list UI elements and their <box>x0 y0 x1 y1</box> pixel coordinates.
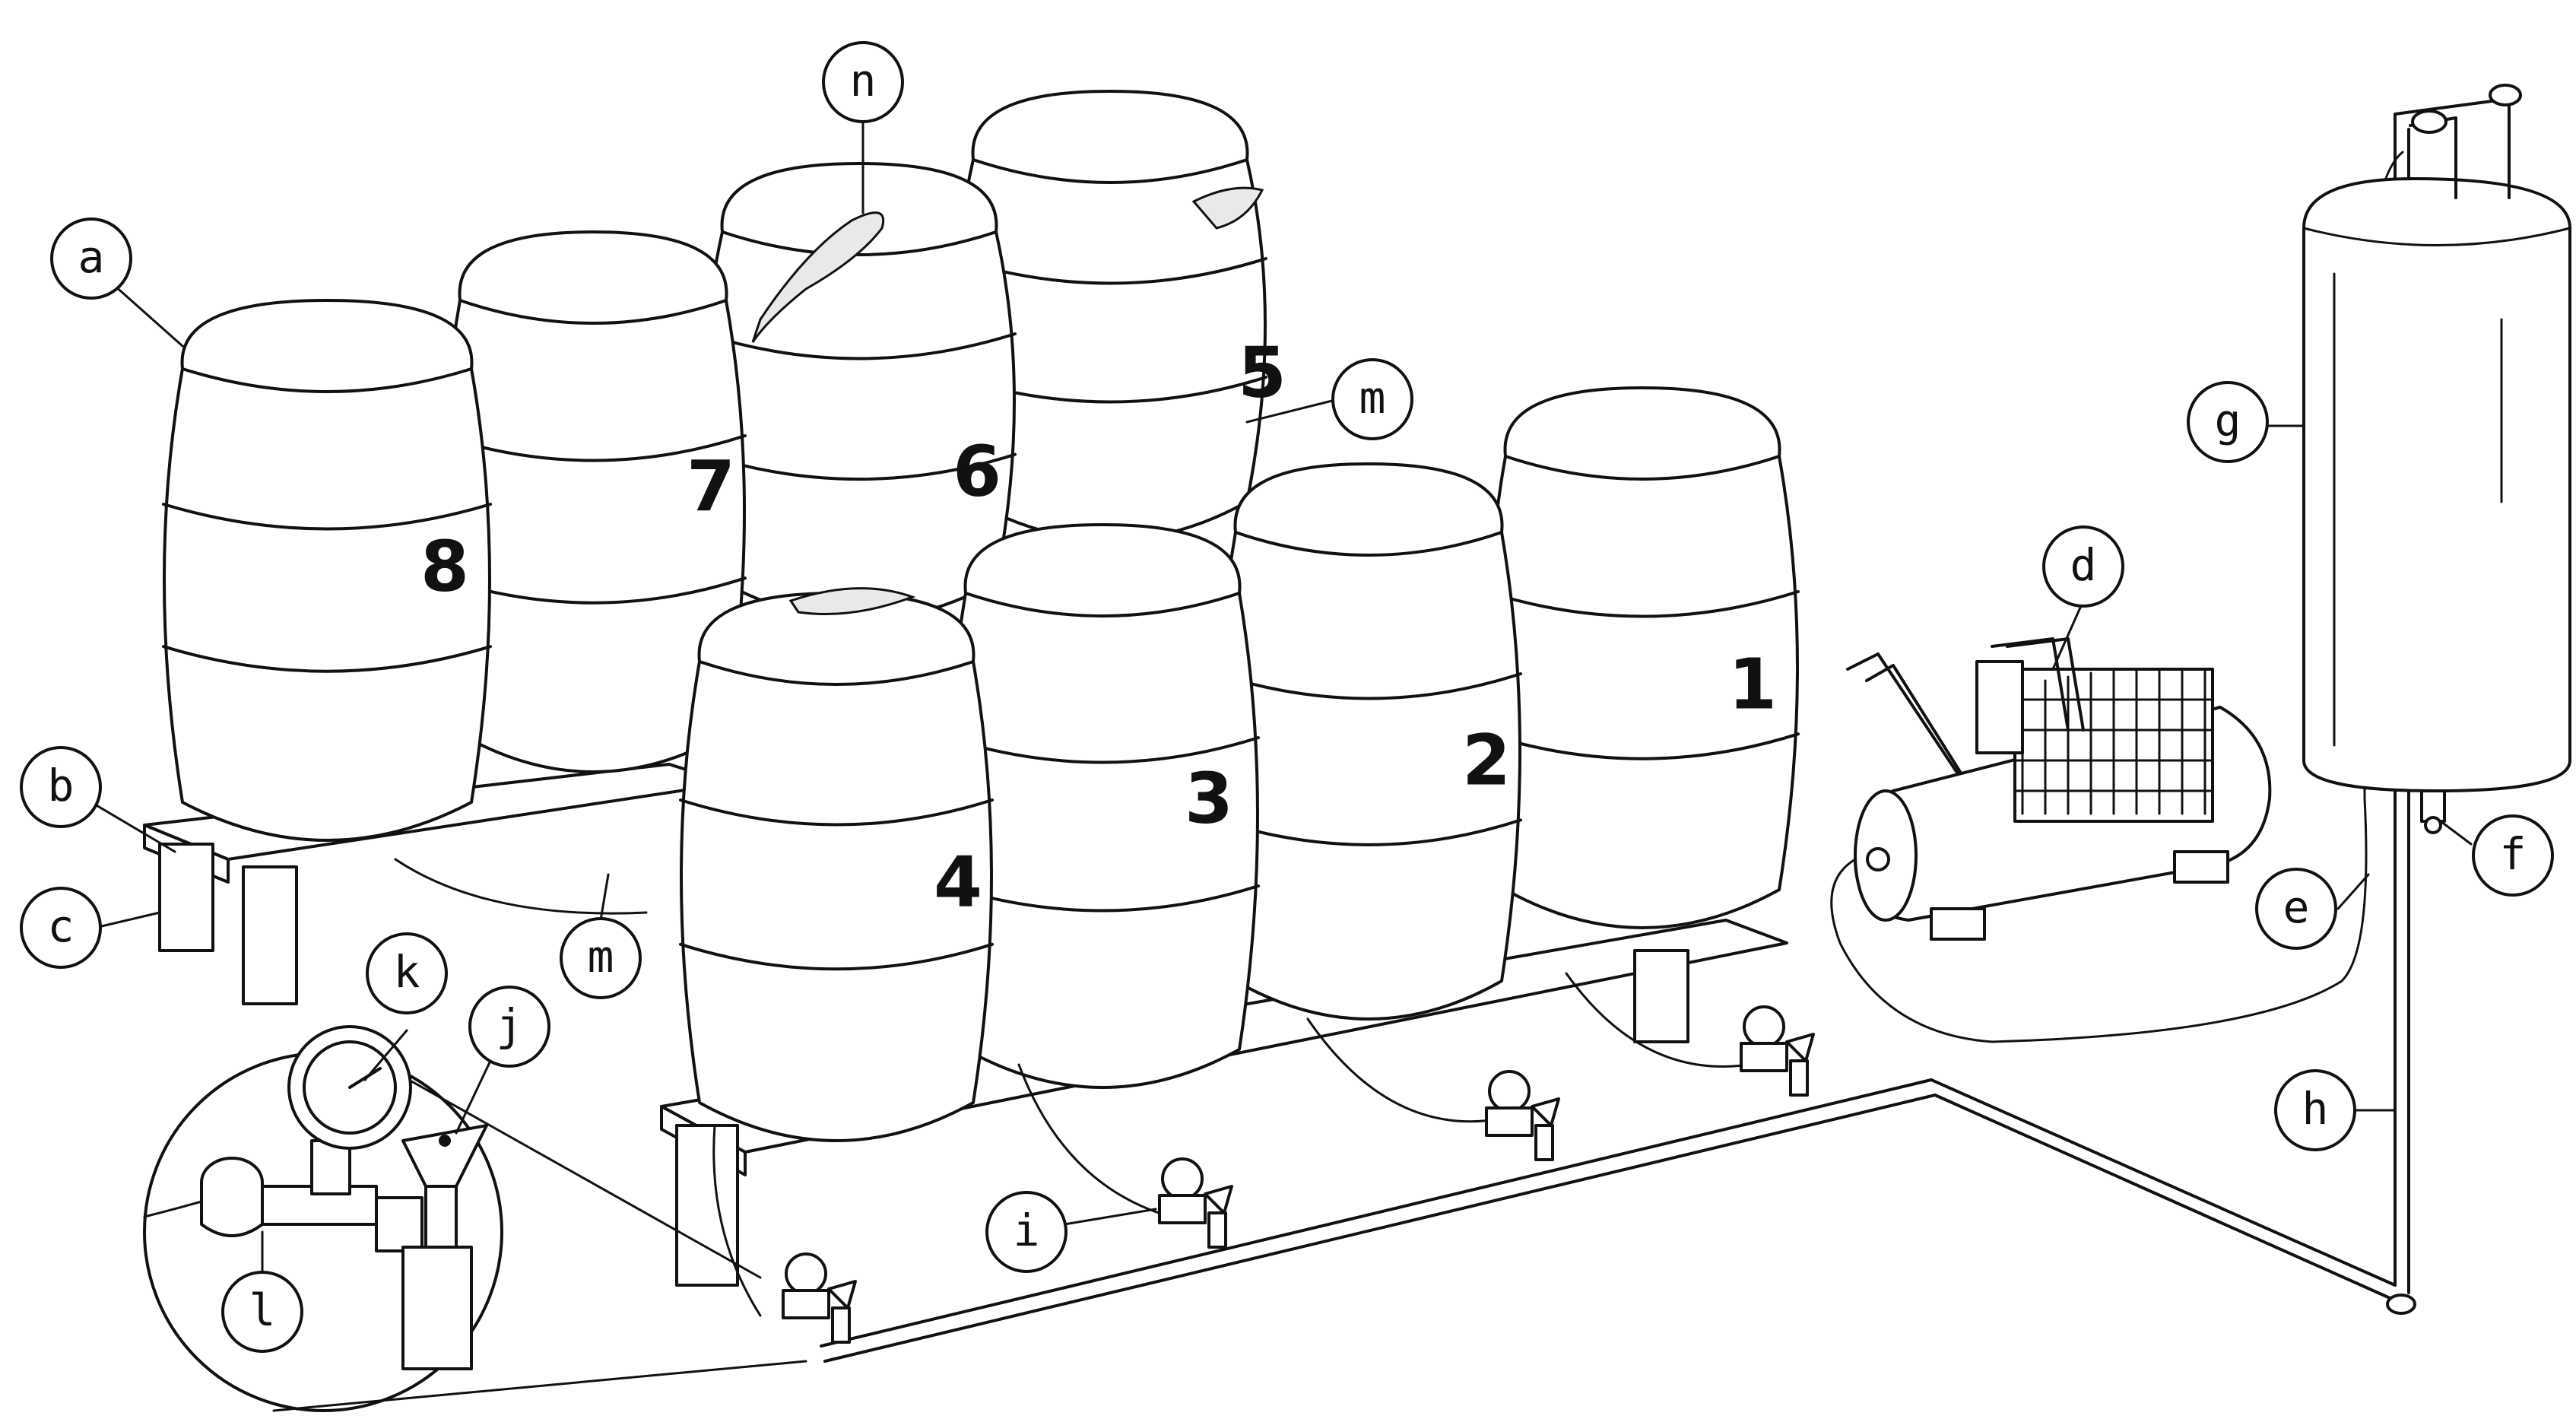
callout-m-lower: m <box>560 917 642 999</box>
callout-i: i <box>985 1191 1068 1273</box>
callout-b: b <box>20 746 102 828</box>
compressor-grille <box>2013 668 2214 815</box>
callout-leaders <box>90 116 2473 1287</box>
barrel-number-4: 4 <box>934 842 982 923</box>
barrel <box>1485 386 1800 929</box>
barrel-rib <box>162 503 492 531</box>
valve-stem <box>1789 1059 1809 1097</box>
svg-text:l: l <box>249 1284 276 1336</box>
barrel-rib <box>702 332 1017 360</box>
barrel-hoses <box>394 858 1750 1317</box>
barrel <box>439 230 747 773</box>
barrel-lid <box>458 230 728 325</box>
svg-text:k: k <box>394 946 420 998</box>
svg-text:m: m <box>1359 372 1386 424</box>
barrel <box>953 90 1267 541</box>
barrel-lid <box>1503 386 1781 481</box>
callout-f: f <box>2472 814 2554 897</box>
barrel-rib <box>679 942 994 971</box>
valve-stem <box>1534 1124 1554 1161</box>
svg-text:g: g <box>2215 395 2241 446</box>
barrel-number-labels: 1 2 3 4 5 6 7 8 <box>420 332 1777 923</box>
valve-handle <box>827 1280 857 1309</box>
barrel-body <box>163 367 491 842</box>
barrel-rib <box>1215 672 1522 700</box>
barrel-rib <box>679 798 994 827</box>
barrel-lid <box>180 299 474 393</box>
pressure-gauge <box>1743 1005 1785 1048</box>
valve-handle <box>1785 1033 1815 1062</box>
barrel-body <box>703 230 1016 621</box>
valve-body <box>782 1289 830 1319</box>
valve-gauge <box>1740 1005 1815 1097</box>
valve-gauge <box>1158 1157 1233 1249</box>
valve-gauge <box>1485 1070 1560 1161</box>
barrel-rib <box>162 645 492 673</box>
barrel-lid <box>1233 462 1504 557</box>
air-compressor <box>1846 637 2272 941</box>
callout-h: h <box>2274 1069 2356 1151</box>
callout-j: j <box>468 986 550 1068</box>
valve-body <box>1485 1106 1534 1137</box>
svg-text:f: f <box>2500 828 2527 880</box>
pressure-gauge <box>785 1252 827 1295</box>
barrel-number-6: 6 <box>953 431 1001 513</box>
barrel-lid <box>971 90 1249 184</box>
barrel-body <box>680 660 993 1142</box>
barrel-rib <box>1485 732 1800 760</box>
barrel-rib <box>1485 590 1800 618</box>
valve-body <box>1740 1042 1788 1072</box>
callout-n: n <box>822 41 904 123</box>
svg-text:a: a <box>78 231 105 283</box>
svg-text:i: i <box>1014 1205 1040 1256</box>
svg-text:c: c <box>48 900 75 952</box>
valve-handle <box>1531 1097 1560 1127</box>
callout-g: g <box>2187 381 2269 463</box>
svg-text:m: m <box>588 931 614 983</box>
pressure-gauge <box>1161 1157 1204 1200</box>
foam-residue <box>751 186 1264 615</box>
valve-handle <box>1204 1185 1233 1214</box>
callout-d: d <box>2042 525 2124 608</box>
callout-l: l <box>221 1271 303 1353</box>
barrel <box>945 523 1260 1089</box>
pressure-gauge <box>1488 1070 1531 1113</box>
barrel-group <box>162 90 1800 1142</box>
valve-stem <box>831 1306 851 1344</box>
svg-text:h: h <box>2302 1083 2329 1135</box>
barrel <box>162 299 492 842</box>
callout-m-upper: m <box>1331 358 1413 440</box>
valve-gauge <box>782 1252 857 1344</box>
barrel-body <box>946 592 1259 1089</box>
callout-a: a <box>50 217 132 300</box>
valve-stem <box>1207 1211 1227 1249</box>
callout-k: k <box>366 932 448 1014</box>
barrel-number-7: 7 <box>687 446 735 528</box>
barrel-lid <box>697 592 976 686</box>
barrel-number-8: 8 <box>420 526 469 608</box>
barrel <box>1215 462 1522 1021</box>
barrel-rib <box>945 736 1260 764</box>
callout-e: e <box>2255 868 2337 950</box>
vacuum-tank <box>2302 84 2571 834</box>
valve-group <box>782 1005 1815 1344</box>
barrel <box>679 592 994 1142</box>
barrel-number-1: 1 <box>1728 644 1777 725</box>
barrel-number-5: 5 <box>1238 332 1286 414</box>
barrel-number-2: 2 <box>1462 720 1511 802</box>
svg-text:j: j <box>496 999 523 1051</box>
svg-text:d: d <box>2070 539 2097 591</box>
svg-text:b: b <box>48 760 75 811</box>
barrel-rib <box>702 452 1017 481</box>
svg-text:n: n <box>850 55 877 106</box>
valve-body <box>1158 1194 1207 1224</box>
barrel-number-3: 3 <box>1185 758 1233 840</box>
callout-c: c <box>20 887 102 969</box>
callout-bubbles: a b c d e f g h i j k l m m n <box>20 41 2554 1353</box>
svg-text:e: e <box>2283 881 2310 933</box>
barrel-lid <box>963 523 1242 617</box>
